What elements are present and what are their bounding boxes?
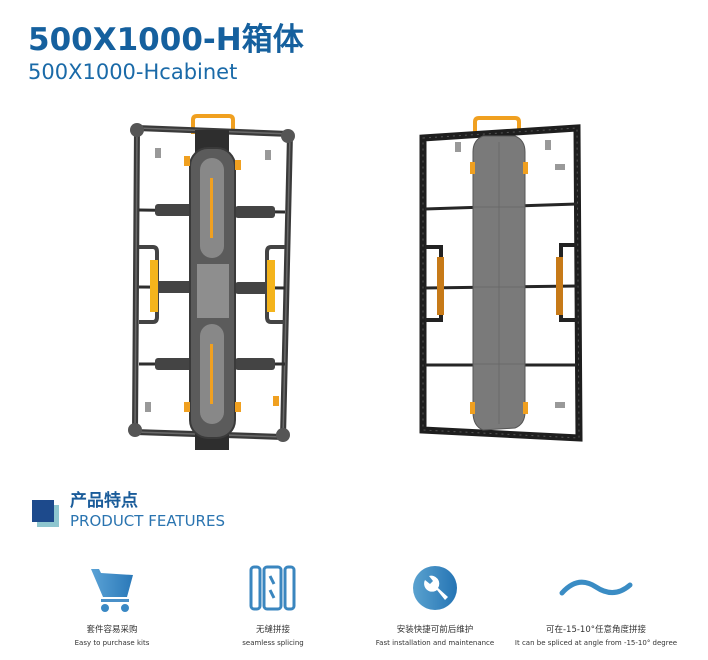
feature-item: 无缝拼接 seamless splicing <box>188 560 358 647</box>
cabinet-front-image <box>128 114 295 450</box>
shopping-cart-icon <box>91 569 133 612</box>
feature-item: 安装快捷可前后维护 Fast installation and maintena… <box>350 560 520 647</box>
feature-title-cn: 套件容易采购 <box>86 625 138 635</box>
feature-title-en: Easy to purchase kits <box>74 639 150 647</box>
page-title: 500X1000-H箱体 <box>28 22 304 58</box>
section-marker <box>32 500 54 522</box>
wrench-icon <box>413 566 457 610</box>
feature-item: 套件容易采购 Easy to purchase kits <box>27 560 197 647</box>
feature-title-en: It can be spliced at angle from -15-10° … <box>514 639 678 647</box>
seamless-panels-icon <box>249 565 296 611</box>
section-subtitle: PRODUCT FEATURES <box>70 512 225 530</box>
cabinet-back-image <box>419 116 583 442</box>
wave-icon <box>559 579 633 596</box>
section-title: 产品特点 <box>70 491 138 511</box>
feature-title-cn: 无缝拼接 <box>255 625 290 635</box>
feature-title-cn: 可在-15-10°任意角度拼接 <box>545 625 647 635</box>
feature-title-cn: 安装快捷可前后维护 <box>396 625 474 635</box>
feature-title-en: Fast installation and maintenance <box>375 639 495 647</box>
feature-title-en: seamless splicing <box>242 639 304 647</box>
page-subtitle: 500X1000-Hcabinet <box>28 60 238 84</box>
feature-item: 可在-15-10°任意角度拼接 It can be spliced at ang… <box>511 560 681 647</box>
